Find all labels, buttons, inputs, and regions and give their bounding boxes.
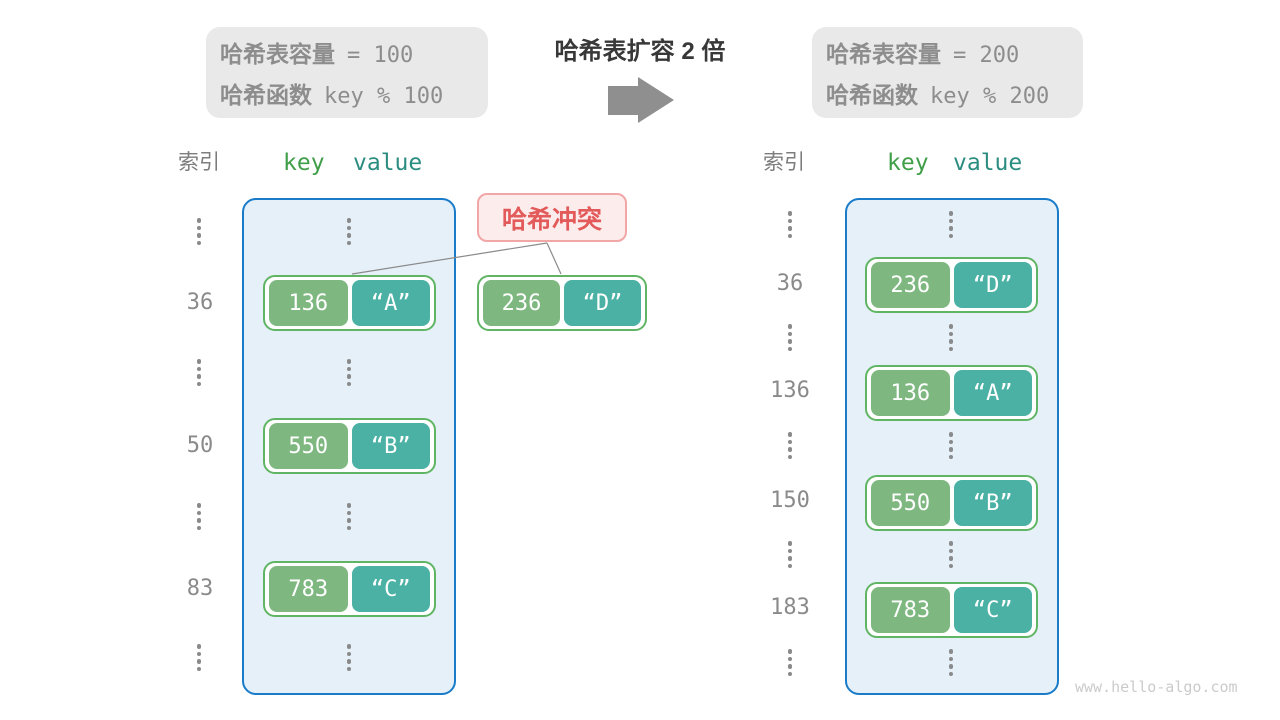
capacity-label: 哈希表容量 xyxy=(220,41,335,67)
vertical-ellipsis-icon xyxy=(346,218,352,245)
value-box: “C” xyxy=(351,566,430,612)
capacity-line: 哈希表容量 = 100 xyxy=(220,35,488,69)
key-box: 136 xyxy=(269,280,348,326)
capacity-value: = 100 xyxy=(347,43,414,68)
right-bucket-pair-36: 236 “D” xyxy=(865,257,1038,313)
right-index-150: 150 xyxy=(770,488,810,513)
vertical-ellipsis-icon xyxy=(787,211,793,238)
hash-function-label: 哈希函数 xyxy=(220,82,312,108)
left-value-header: value xyxy=(353,150,423,176)
left-bucket-pair-36: 136 “A” xyxy=(263,275,436,331)
vertical-ellipsis-icon xyxy=(948,211,954,238)
key-box: 783 xyxy=(871,587,950,633)
left-index-83: 83 xyxy=(186,576,214,601)
vertical-ellipsis-icon xyxy=(196,644,202,671)
hash-function-label: 哈希函数 xyxy=(826,82,918,108)
diagram-title: 哈希表扩容 2 倍 xyxy=(554,38,726,65)
capacity-value: = 200 xyxy=(953,43,1020,68)
capacity-info-box-after: 哈希表容量 = 200 哈希函数 key % 200 xyxy=(812,27,1083,118)
key-box: 550 xyxy=(269,423,348,469)
vertical-ellipsis-icon xyxy=(196,359,202,386)
right-bucket-pair-136: 136 “A” xyxy=(865,365,1038,421)
key-box: 236 xyxy=(483,280,560,326)
vertical-ellipsis-icon xyxy=(346,644,352,671)
vertical-ellipsis-icon xyxy=(346,503,352,530)
value-box: “B” xyxy=(351,423,430,469)
right-value-header: value xyxy=(953,150,1023,176)
right-index-36: 36 xyxy=(776,271,804,296)
left-index-50: 50 xyxy=(186,433,214,458)
key-box: 136 xyxy=(871,370,950,416)
right-key-header: key xyxy=(887,150,929,176)
vertical-ellipsis-icon xyxy=(196,503,202,530)
value-box: “D” xyxy=(564,280,641,326)
hash-collision-label: 哈希冲突 xyxy=(477,193,627,242)
vertical-ellipsis-icon xyxy=(948,541,954,568)
hash-function-value: key % 200 xyxy=(930,84,1050,109)
hash-function-value: key % 100 xyxy=(324,84,444,109)
left-bucket-pair-83: 783 “C” xyxy=(263,561,436,617)
right-bucket-pair-150: 550 “B” xyxy=(865,475,1038,531)
left-key-header: key xyxy=(283,150,325,176)
capacity-label: 哈希表容量 xyxy=(826,41,941,67)
value-box: “B” xyxy=(953,480,1032,526)
value-box: “D” xyxy=(953,262,1032,308)
collision-pair: 236 “D” xyxy=(477,275,647,331)
left-bucket-pair-50: 550 “B” xyxy=(263,418,436,474)
expand-arrow-icon xyxy=(608,77,674,123)
vertical-ellipsis-icon xyxy=(787,649,793,676)
collision-connector-line-right xyxy=(546,242,562,275)
value-box: “A” xyxy=(953,370,1032,416)
vertical-ellipsis-icon xyxy=(787,541,793,568)
left-index-36: 36 xyxy=(186,290,214,315)
value-box: “C” xyxy=(953,587,1032,633)
hash-function-line: 哈希函数 key % 200 xyxy=(826,76,1083,110)
value-box: “A” xyxy=(351,280,430,326)
capacity-line: 哈希表容量 = 200 xyxy=(826,35,1083,69)
hash-function-line: 哈希函数 key % 100 xyxy=(220,76,488,110)
vertical-ellipsis-icon xyxy=(948,324,954,351)
vertical-ellipsis-icon xyxy=(948,649,954,676)
left-index-header: 索引 xyxy=(178,151,220,174)
right-index-183: 183 xyxy=(770,595,810,620)
collision-connector-line-left xyxy=(351,242,548,275)
capacity-info-box-before: 哈希表容量 = 100 哈希函数 key % 100 xyxy=(206,27,488,118)
right-bucket-pair-183: 783 “C” xyxy=(865,582,1038,638)
website-watermark: www.hello-algo.com xyxy=(1075,678,1238,696)
key-box: 783 xyxy=(269,566,348,612)
right-index-136: 136 xyxy=(770,378,810,403)
vertical-ellipsis-icon xyxy=(948,432,954,459)
right-index-header: 索引 xyxy=(763,151,805,174)
vertical-ellipsis-icon xyxy=(346,359,352,386)
vertical-ellipsis-icon xyxy=(787,432,793,459)
key-box: 236 xyxy=(871,262,950,308)
key-box: 550 xyxy=(871,480,950,526)
vertical-ellipsis-icon xyxy=(787,324,793,351)
vertical-ellipsis-icon xyxy=(196,218,202,245)
